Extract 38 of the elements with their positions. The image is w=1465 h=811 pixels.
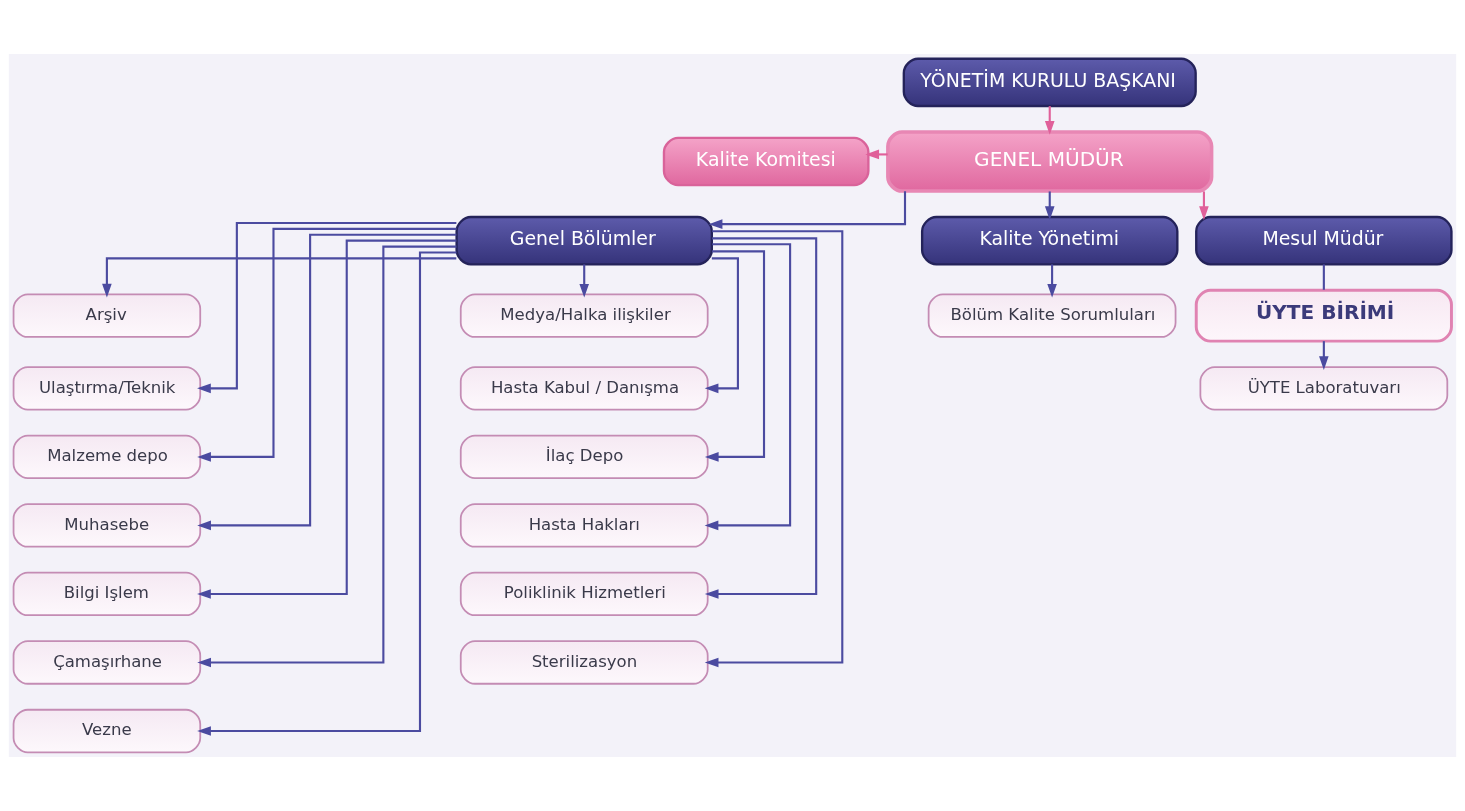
arrow [704,230,844,668]
node-box: ÜYTE BİRİMİ [1194,288,1453,343]
node-box: Muhasebe [12,503,202,548]
node-box: Poliklinik Hizmetleri [459,571,709,617]
node-box: Genel Bölümler [455,215,713,266]
node-box: Kalite Komitesi [662,136,870,187]
node-box: Medya/Halka ilişkiler [459,293,709,338]
node-box: Hasta Hakları [459,503,709,548]
arrow [704,257,739,394]
arrow [704,237,818,599]
node-box: Kalite Yönetimi [920,215,1179,266]
node-box: Malzeme depo [12,434,202,480]
node-box: Sterilizasyon [459,640,709,685]
node-box: Vezne [12,708,202,754]
node-box: Bilgi Işlem [12,571,202,617]
arrow [579,264,590,298]
arrow [1047,264,1057,298]
node-box: YÖNETİM KURULU BAŞKANI [902,57,1197,108]
arrow [197,251,457,736]
node-box: ÜYTE Laboratuvarı [1199,366,1449,411]
arrow [704,243,792,531]
arrow [102,257,457,298]
node-box: Hasta Kabul / Danışma [459,366,709,411]
arrow [197,227,457,462]
node-box: GENEL MÜDÜR [886,130,1214,193]
node-box: İlaç Depo [459,434,709,480]
arrow [197,245,457,668]
node-box: Bölüm Kalite Sorumluları [927,293,1177,338]
node-box: Mesul Müdür [1195,215,1453,266]
arrow [197,233,457,531]
node-box: Çamaşırhane [12,640,202,685]
connector [1322,264,1325,290]
arrow [197,239,457,599]
node-box: Arşiv [12,293,202,338]
node-box: Ulaştırma/Teknik [12,366,202,411]
arrow [708,191,907,229]
arrow [704,250,766,462]
arrow [197,221,457,394]
